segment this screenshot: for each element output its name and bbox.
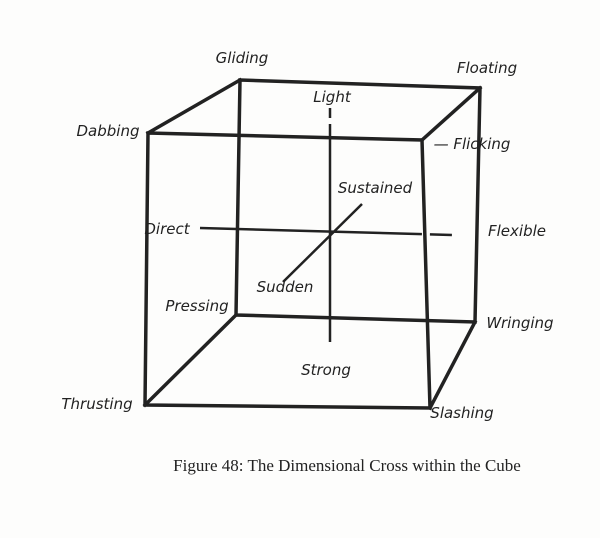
label-strong: Strong bbox=[301, 361, 351, 379]
label-flexible: Flexible bbox=[488, 222, 546, 240]
figure-caption: Figure 48: The Dimensional Cross within … bbox=[173, 456, 521, 475]
label-light: Light bbox=[313, 88, 351, 106]
horizontal-axis bbox=[199, 226, 453, 237]
label-wringing: Wringing bbox=[486, 314, 554, 332]
label-floating: Floating bbox=[456, 59, 518, 77]
label-sustained: Sustained bbox=[337, 179, 413, 197]
label-direct: Direct bbox=[144, 220, 190, 238]
cube-edge bbox=[145, 77, 243, 136]
label-gliding: Gliding bbox=[215, 49, 269, 67]
label-slashing: Slashing bbox=[430, 404, 494, 422]
label-flicking: — Flicking bbox=[433, 135, 511, 153]
label-pressing: Pressing bbox=[165, 297, 229, 315]
cube-edge bbox=[419, 85, 483, 143]
label-sudden: Sudden bbox=[256, 278, 314, 296]
label-dabbing: Dabbing bbox=[76, 122, 140, 140]
cube-edge bbox=[427, 319, 478, 411]
label-thrusting: Thrusting bbox=[61, 395, 133, 413]
sagittal-axis bbox=[282, 203, 363, 283]
cube-front-face bbox=[143, 131, 432, 410]
cube-edge bbox=[142, 312, 239, 408]
